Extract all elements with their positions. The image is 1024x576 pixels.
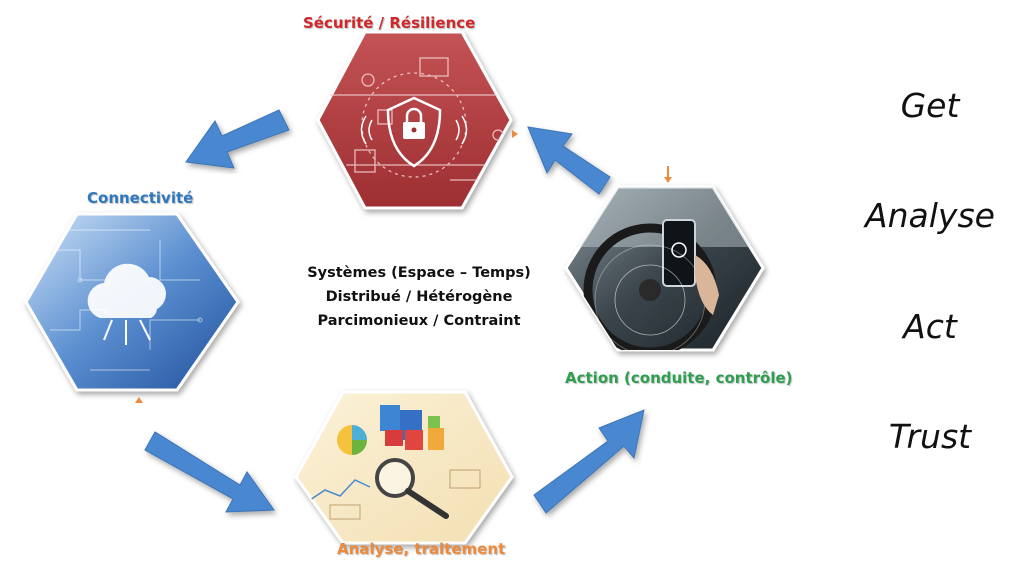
analyse-hexagon (294, 390, 514, 545)
stage-label-action: Action (conduite, contrôle) (565, 369, 793, 387)
keyword-act: Act (903, 307, 957, 346)
connectivite-hexagon (24, 212, 240, 403)
center-description: Systèmes (Espace – Temps) Distribué / Hé… (290, 261, 548, 333)
keyword-get: Get (900, 86, 960, 125)
center-line: Distribué / Hétérogène (325, 289, 513, 305)
stage-label-analyse: Analyse, traitement (337, 540, 506, 558)
cloud-circuit-icon (87, 263, 166, 345)
action-hexagon (564, 166, 765, 352)
keyword-analyse: Analyse (865, 196, 995, 235)
keyword-trust: Trust (888, 417, 972, 456)
center-line: Systèmes (Espace – Temps) (307, 265, 531, 281)
stage-label-connectivite: Connectivité (87, 189, 194, 207)
stage-label-securite: Sécurité / Résilience (303, 14, 476, 32)
securite-hexagon (316, 30, 518, 210)
arrow-action-to-securite (527, 126, 611, 195)
center-line: Parcimonieux / Contraint (317, 313, 521, 329)
arrow-securite-to-connectivite (185, 109, 290, 169)
charts-magnifier-icon (309, 405, 481, 520)
arrow-connectivite-to-analyse (144, 431, 275, 513)
lock-network-icon (360, 96, 468, 168)
arrow-analyse-to-action (533, 409, 645, 514)
